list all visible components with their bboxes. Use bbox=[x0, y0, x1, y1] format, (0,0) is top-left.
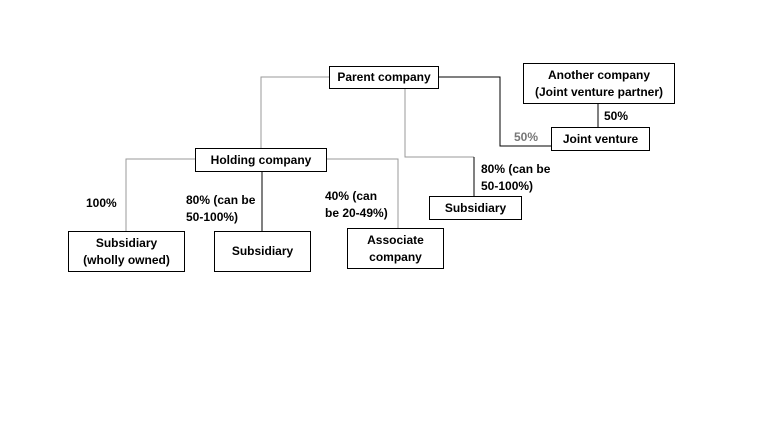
line-parent-to-joint-venture bbox=[439, 76, 551, 147]
line-holding-to-associate bbox=[327, 158, 399, 228]
line-parent-to-holding bbox=[260, 76, 329, 149]
label-right-subsidiary-share: 80% (can be 50-100%) bbox=[481, 162, 551, 193]
label-mid-subsidiary-share: 80% (can be 50-100%) bbox=[186, 193, 256, 224]
parent-company-box: Parent company bbox=[329, 66, 439, 89]
label-jv-parent-share: 50% bbox=[514, 130, 539, 144]
line-holding-to-wholly bbox=[125, 158, 195, 231]
subsidiary-wholly-owned-box: Subsidiary (wholly owned) bbox=[68, 231, 185, 272]
label-associate-share: 40% (can be 20-49%) bbox=[325, 189, 388, 220]
label-wholly-owned-share: 100% bbox=[86, 196, 117, 210]
subsidiary-right-box: Subsidiary bbox=[429, 196, 522, 220]
subsidiary-mid-box: Subsidiary bbox=[214, 231, 311, 272]
holding-company-box: Holding company bbox=[195, 148, 327, 172]
another-company-box: Another company (Joint venture partner) bbox=[523, 63, 675, 104]
label-jv-partner-share: 50% bbox=[604, 109, 629, 123]
associate-company-box: Associate company bbox=[347, 228, 444, 269]
joint-venture-box: Joint venture bbox=[551, 127, 650, 151]
line-parent-to-right-branch bbox=[404, 88, 474, 158]
